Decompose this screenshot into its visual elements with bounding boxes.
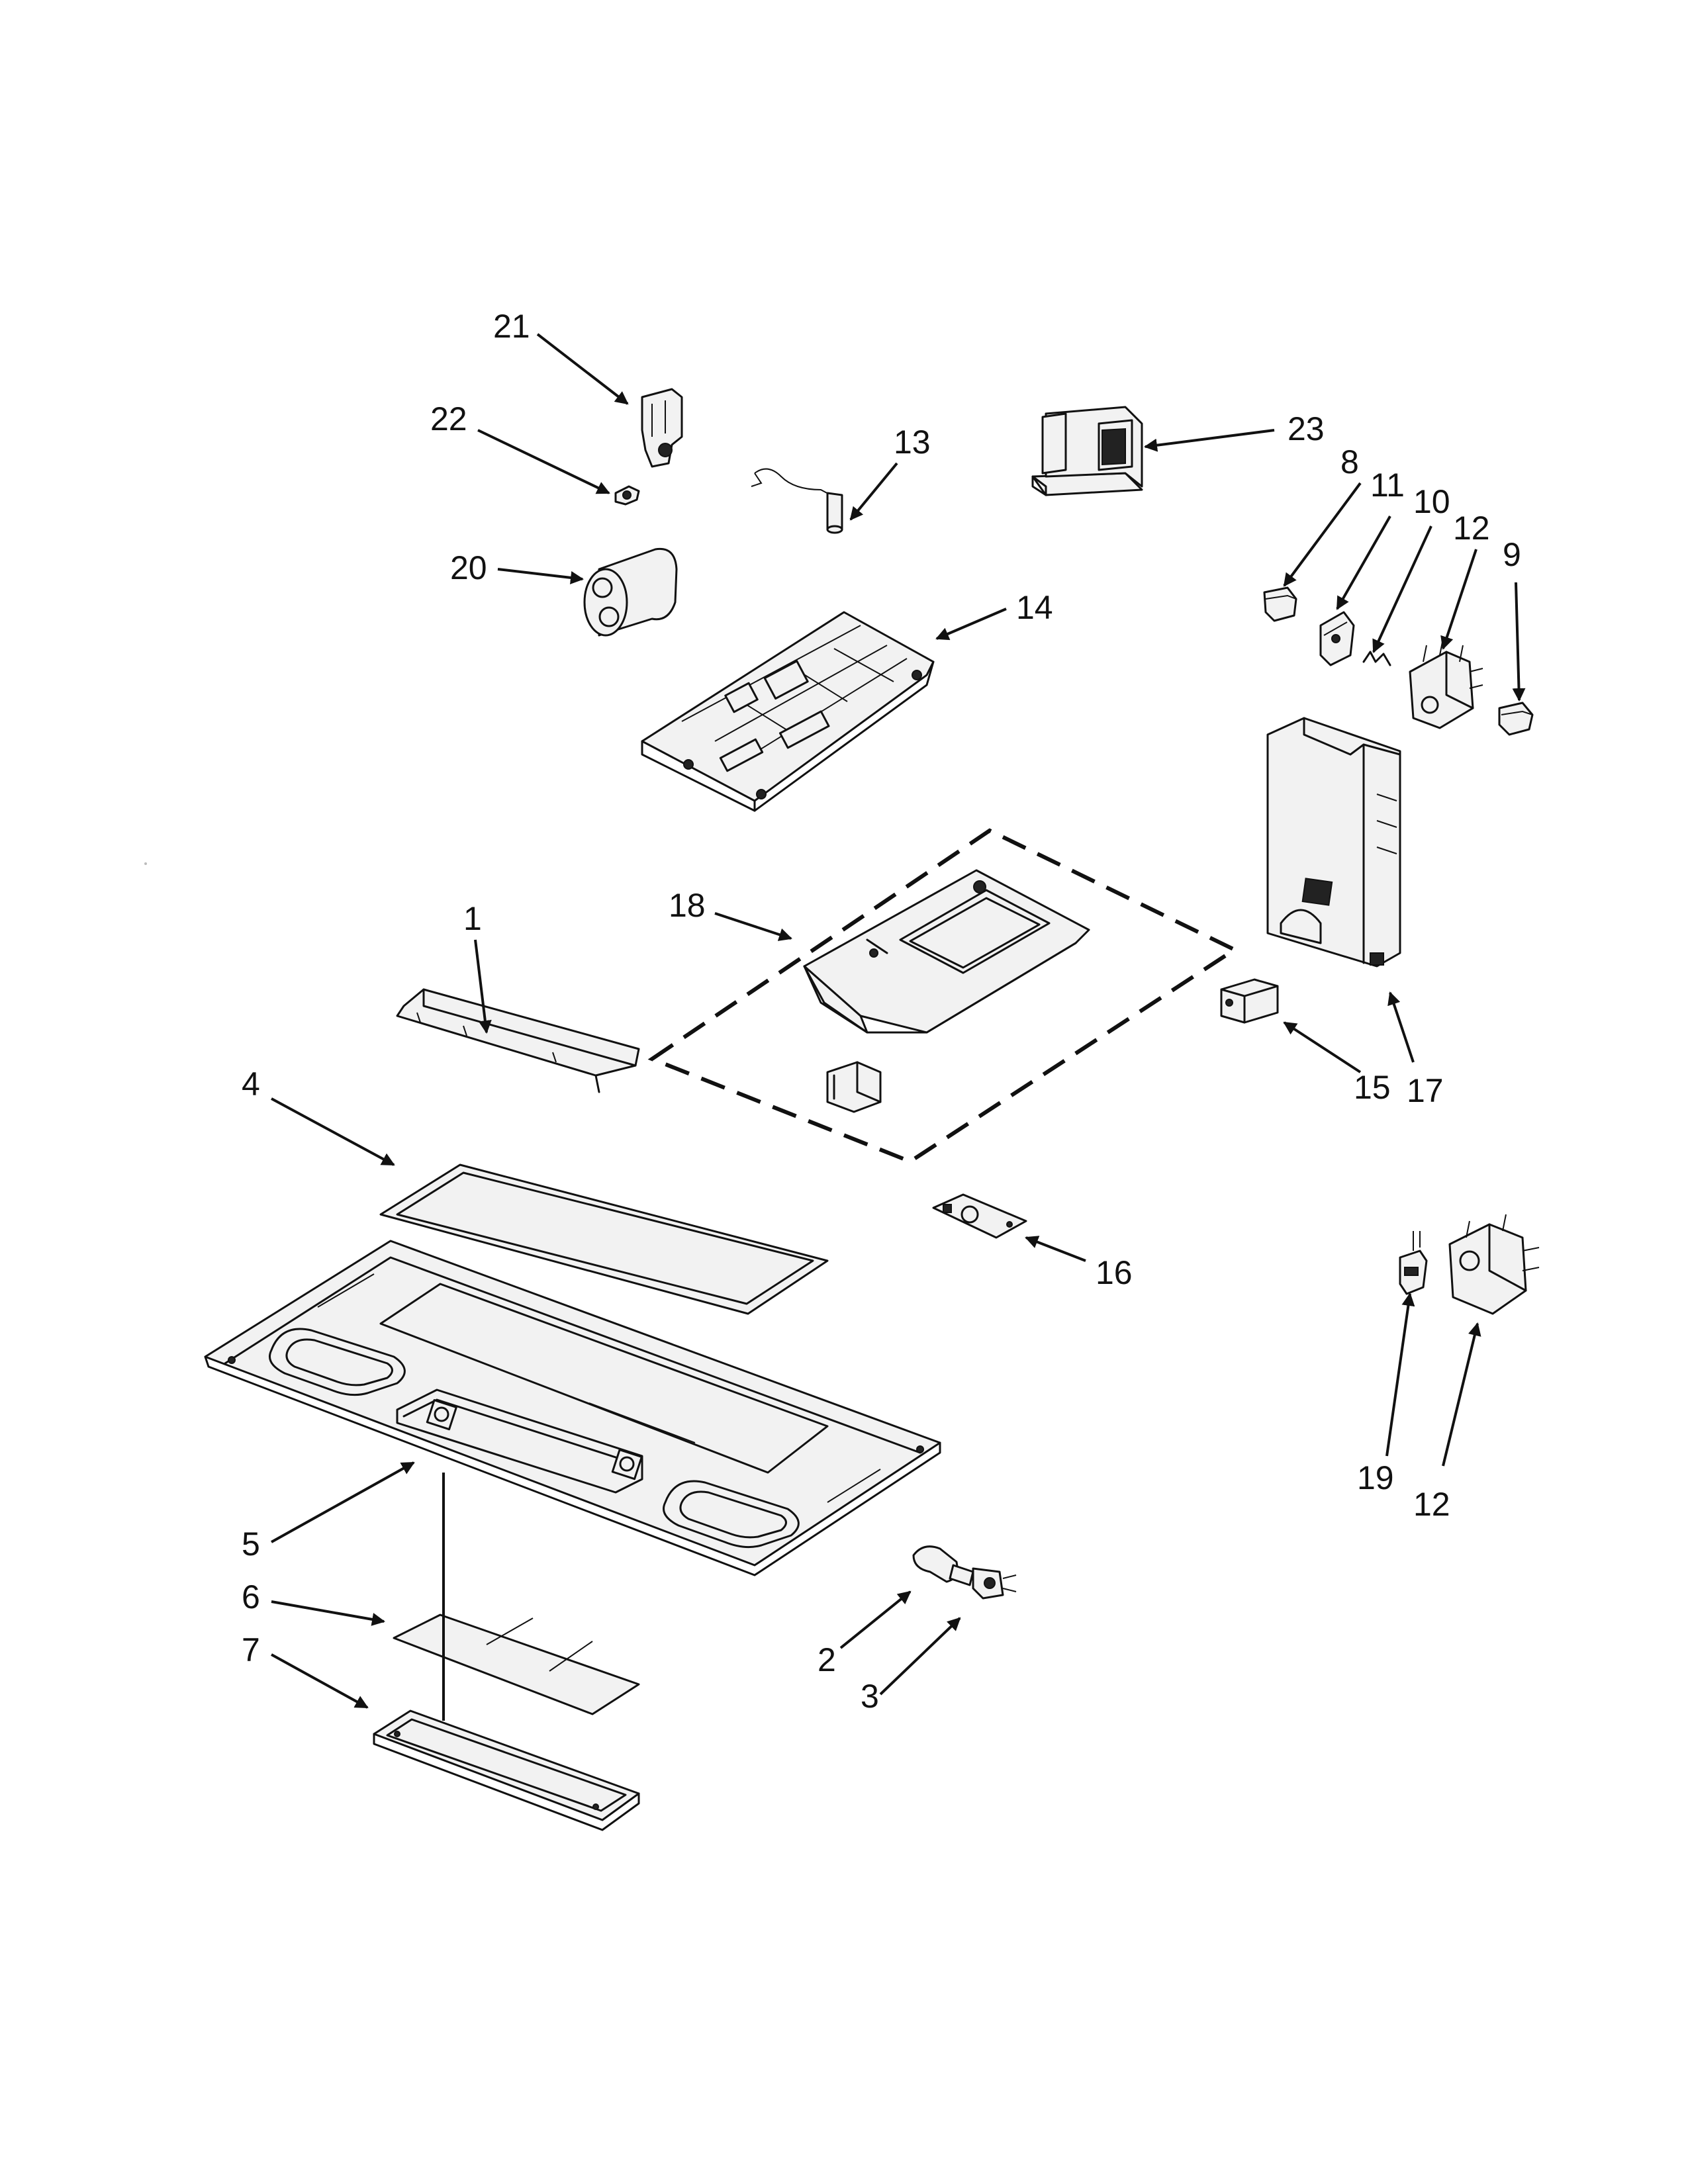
callout-5: 5	[242, 1525, 260, 1563]
part-18-duct-assembly	[647, 828, 1239, 1164]
callout-9: 9	[1503, 536, 1521, 573]
part-9-connector	[1498, 702, 1534, 736]
part-15-relay-box	[1220, 978, 1279, 1024]
callout-3: 3	[861, 1678, 879, 1715]
stray-dot	[144, 862, 147, 865]
part-5-bottom-plate	[204, 1240, 941, 1576]
part-20-capacitor	[583, 547, 678, 637]
part-1-light-cover	[396, 988, 640, 1093]
callout-4: 4	[242, 1066, 260, 1103]
part-13-diode	[751, 468, 843, 534]
callout-2: 2	[818, 1641, 836, 1678]
callout-13: 13	[894, 424, 931, 461]
part-14-bracket-plate	[641, 611, 935, 812]
callout-17: 17	[1407, 1072, 1444, 1109]
callout-22: 22	[430, 400, 467, 437]
part-8-connector	[1263, 586, 1297, 622]
part-12-switch-bracket-top	[1409, 638, 1483, 729]
callout-20: 20	[450, 549, 487, 586]
part-3-lamp-socket	[972, 1567, 1017, 1600]
part-19-thermal-cutout	[1399, 1231, 1428, 1295]
part-22-clip	[614, 485, 640, 506]
callout-1: 1	[463, 900, 482, 937]
part-10-spring	[1362, 651, 1391, 666]
callout-16: 16	[1096, 1254, 1133, 1291]
callout-6: 6	[242, 1578, 260, 1615]
callout-19: 19	[1357, 1459, 1394, 1496]
part-16-socket	[932, 1193, 1027, 1239]
callout-14: 14	[1016, 589, 1053, 626]
part-17-air-guide	[1266, 717, 1401, 968]
callout-18: 18	[669, 887, 706, 924]
callout-12-bottom: 12	[1413, 1486, 1450, 1523]
part-2-lamp	[912, 1545, 974, 1586]
part-7-grille	[373, 1709, 640, 1831]
callout-23: 23	[1288, 410, 1325, 447]
callout-12-top: 12	[1453, 510, 1490, 547]
callout-10: 10	[1413, 483, 1450, 520]
leader-lines	[271, 333, 1526, 1709]
part-11-switch	[1319, 611, 1355, 666]
part-23-transformer	[1031, 406, 1143, 496]
part-6-filter-panel	[393, 1614, 640, 1715]
callout-15: 15	[1354, 1069, 1391, 1106]
callout-7: 7	[242, 1631, 260, 1668]
part-4-filter	[379, 1163, 829, 1315]
part-21-bracket	[641, 388, 683, 468]
callout-11: 11	[1370, 467, 1405, 504]
part-12-switch-bracket-bottom	[1448, 1214, 1540, 1315]
callout-21: 21	[493, 308, 530, 345]
callout-8: 8	[1340, 443, 1359, 480]
